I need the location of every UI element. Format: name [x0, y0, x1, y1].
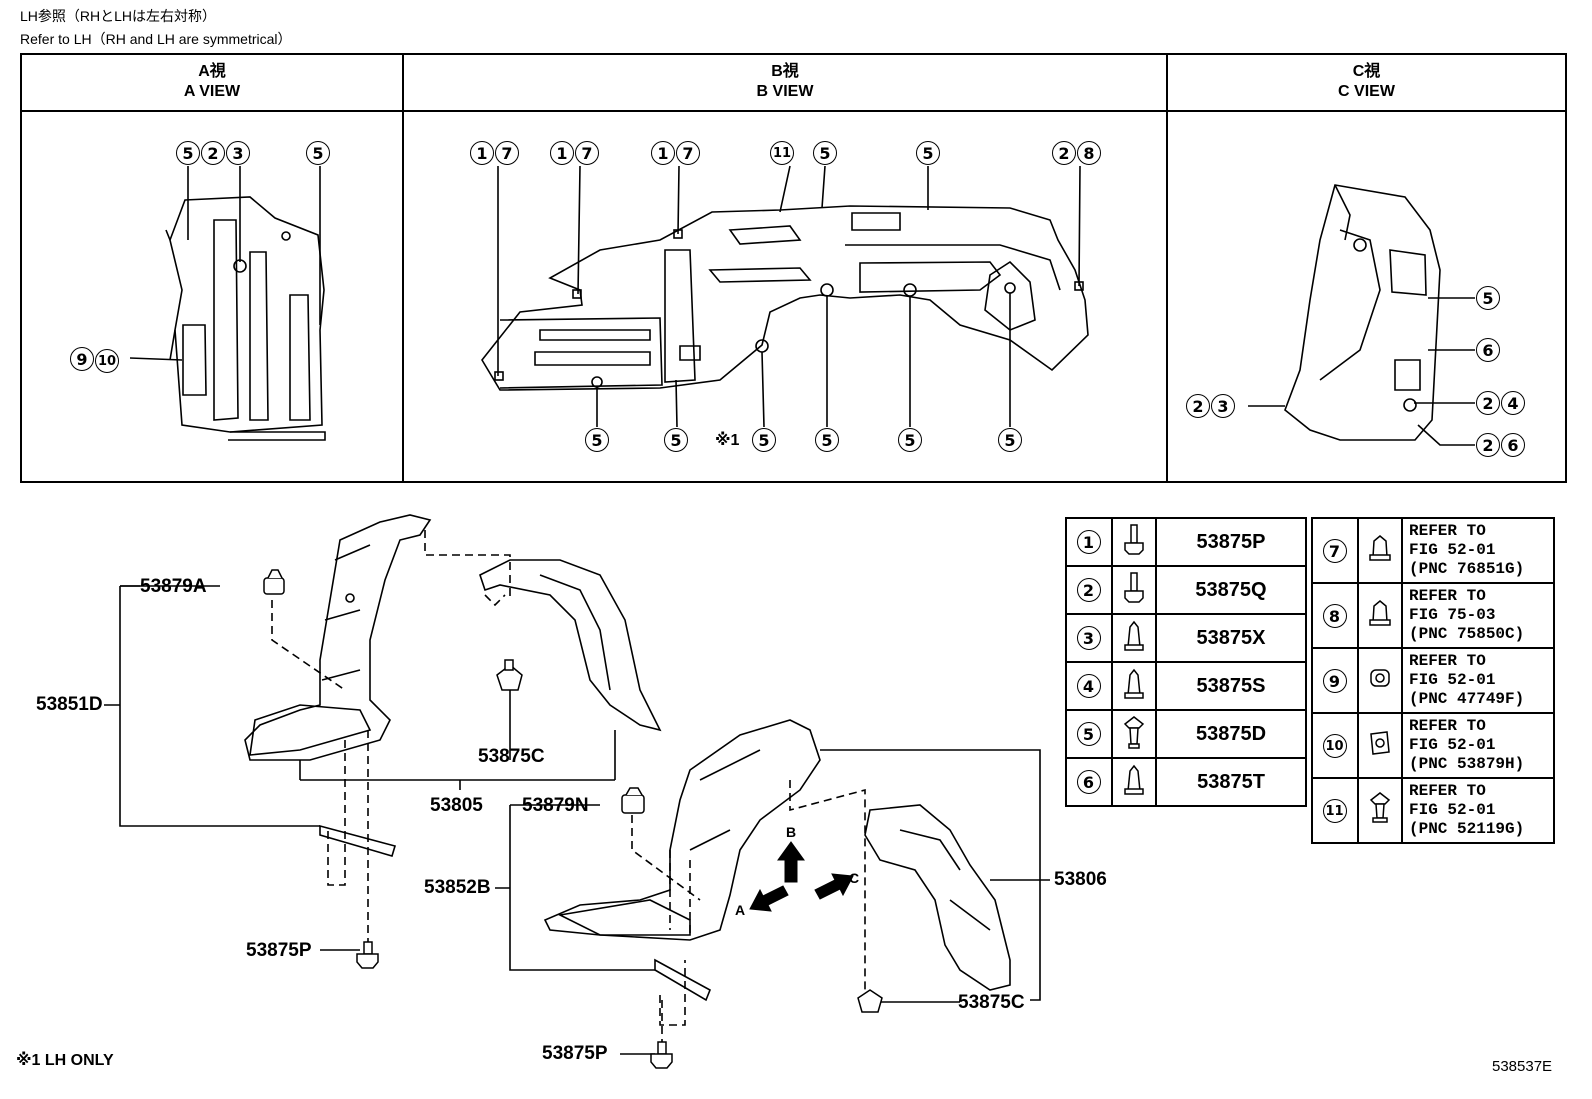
view-label-a: A — [735, 902, 746, 918]
figure-id: 538537E — [1492, 1058, 1553, 1075]
b-view-callout-5-b: 5 — [916, 141, 941, 165]
fastener-legend-table: 1 53875P 2 53875Q 3 53875X 4 53875S 5 53… — [1065, 517, 1307, 807]
part-label-53875P-2: 53875P — [542, 1043, 608, 1064]
bolt-53875P-2 — [650, 1041, 673, 1069]
bolt-53875C-1 — [496, 659, 523, 691]
part-label-53879A: 53879A — [140, 576, 207, 597]
liner-53851D — [244, 514, 432, 761]
view-arrow-b — [777, 841, 805, 883]
b-view-callout-bottom-2: 5 — [664, 428, 689, 452]
clip-icon — [1357, 582, 1403, 649]
b-view-callout-5-a: 5 — [813, 141, 838, 165]
b-view-callout-bottom-1: 5 — [585, 428, 610, 452]
legend-row-1: 1 53875P — [1065, 517, 1307, 567]
c-view-callout-5: 5 — [1476, 286, 1501, 310]
clip-icon — [1111, 613, 1157, 663]
view-label-b: B — [786, 824, 797, 840]
footnote: ※1 LH ONLY — [16, 1052, 114, 1069]
clip-icon — [1357, 517, 1403, 584]
b-view-callout-bottom-3: 5 — [752, 428, 777, 452]
a-view-liner — [165, 196, 326, 441]
b-view-callout-bottom-4: 5 — [815, 428, 840, 452]
part-label-53875C-1: 53875C — [478, 746, 545, 767]
legend-row-5: 5 53875D — [1065, 709, 1307, 759]
bolt-53875C-2 — [857, 989, 883, 1013]
liner-53852B — [543, 719, 821, 941]
part-label-53805: 53805 — [430, 795, 483, 816]
part-label-53879N: 53879N — [522, 795, 589, 816]
clip-icon — [1111, 661, 1157, 711]
a-view-callout-5: 5 — [306, 141, 331, 165]
view-arrow-c — [814, 873, 854, 900]
header-note-en: Refer to LH（RH and LH are symmetrical） — [20, 31, 292, 47]
b-view-callout-bottom-6: 5 — [998, 428, 1023, 452]
part-label-53806: 53806 — [1054, 869, 1107, 890]
bracket-lower — [654, 958, 712, 1002]
nut-icon — [1357, 647, 1403, 714]
part-label-53852B: 53852B — [424, 877, 491, 898]
bolt-icon — [1111, 565, 1157, 615]
part-label-53875C-2: 53875C — [958, 992, 1025, 1013]
liner-53805 — [479, 559, 662, 732]
part-label-53851D: 53851D — [36, 694, 103, 715]
legend-row-2: 2 53875Q — [1065, 565, 1307, 615]
legend-row-6: 6 53875T — [1065, 757, 1307, 807]
clip-53879A — [263, 569, 285, 595]
header-note-jp: LH参照（RHとLHは左右対称） — [20, 8, 217, 24]
bracket-upper — [319, 824, 397, 857]
c-view-liner — [1284, 184, 1441, 441]
b-view-callout-bottom-5: 5 — [898, 428, 923, 452]
b-view-liner — [481, 205, 1089, 391]
clip-icon — [1111, 757, 1157, 807]
part-label-53875P-1: 53875P — [246, 940, 312, 961]
view-arrow-a — [749, 885, 789, 912]
c-view-callout-6: 6 — [1476, 338, 1501, 362]
legend-row-4: 4 53875S — [1065, 661, 1307, 711]
push-rivet-icon — [1357, 777, 1403, 844]
legend-row-3: 3 53875X — [1065, 613, 1307, 663]
bolt-icon — [1111, 517, 1157, 567]
b-view-callout-11: 11 — [770, 141, 795, 165]
bolt-53875P-1 — [356, 941, 379, 969]
liner-53806 — [864, 804, 1011, 991]
view-label-c: C — [849, 870, 860, 886]
push-rivet-icon — [1111, 709, 1157, 759]
clip-53879N — [621, 787, 645, 814]
nut-icon — [1357, 712, 1403, 779]
b-view-star-mark: ※1 — [715, 432, 740, 449]
